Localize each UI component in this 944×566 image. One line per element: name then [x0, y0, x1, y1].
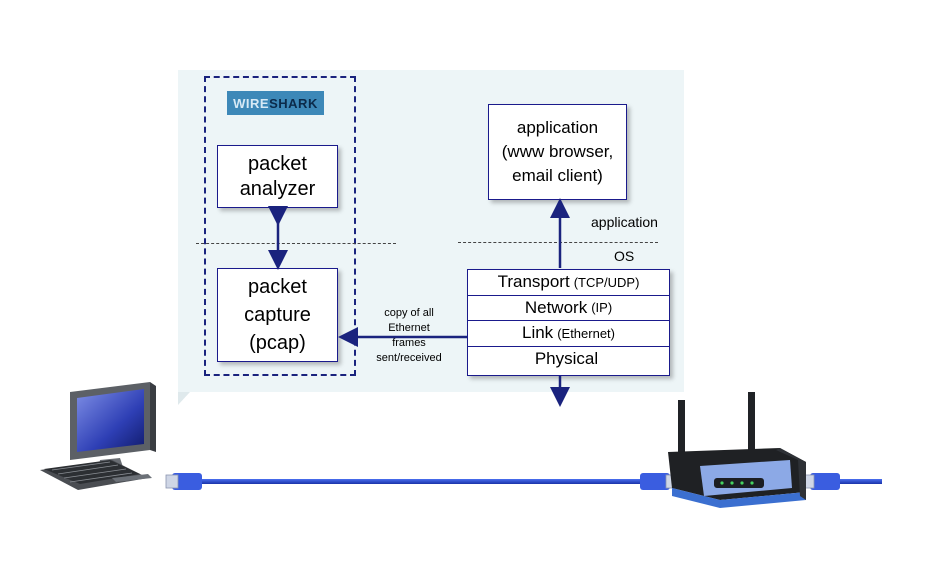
layer-sub: (TCP/UDP): [573, 274, 640, 290]
application-box-label: application (www browser, email client): [501, 118, 614, 185]
stack-layer-transport: Transport(TCP/UDP): [468, 270, 669, 296]
application-box: application (www browser, email client): [488, 104, 627, 200]
logo-shark-text: SHARK: [269, 95, 318, 111]
layer-sub: (IP): [591, 300, 613, 316]
packet-capture-label: packet capture (pcap): [244, 276, 311, 354]
os-layer-label: OS: [614, 248, 635, 264]
application-layer-label: application: [591, 214, 658, 230]
stack-layer-network: Network(IP): [468, 296, 669, 321]
left-user-kernel-separator: [196, 243, 396, 244]
packet-capture-box: packet capture (pcap): [217, 268, 338, 362]
layer-name: Link: [522, 323, 554, 343]
layer-sub: (Ethernet): [557, 325, 615, 341]
right-user-kernel-separator: [458, 242, 658, 243]
stack-layer-link: Link(Ethernet): [468, 321, 669, 347]
panel-perspective: [178, 392, 190, 405]
layer-name: Network: [524, 297, 588, 317]
desktop-computer-icon: [40, 382, 156, 490]
packet-analyzer-label: packet analyzer: [239, 152, 316, 200]
layer-name: Transport: [497, 272, 570, 292]
packet-analyzer-box: packet analyzer: [217, 145, 338, 208]
rj45-connector-icon: [165, 473, 202, 490]
rj45-connector-icon: [801, 473, 840, 490]
copy-frames-label: copy of all Ethernet frames sent/receive…: [376, 307, 442, 364]
wireshark-frame: [204, 76, 356, 376]
stack-layer-physical: Physical: [468, 347, 669, 373]
ethernet-cable-icon: [182, 479, 672, 484]
layer-name: Physical: [534, 349, 599, 369]
protocol-stack: Transport(TCP/UDP) Network(IP) Link(Ethe…: [467, 269, 670, 376]
ethernet-cable-right: [812, 479, 882, 484]
router-icon: [668, 392, 806, 508]
logo-wire-text: WIRE: [233, 95, 270, 111]
